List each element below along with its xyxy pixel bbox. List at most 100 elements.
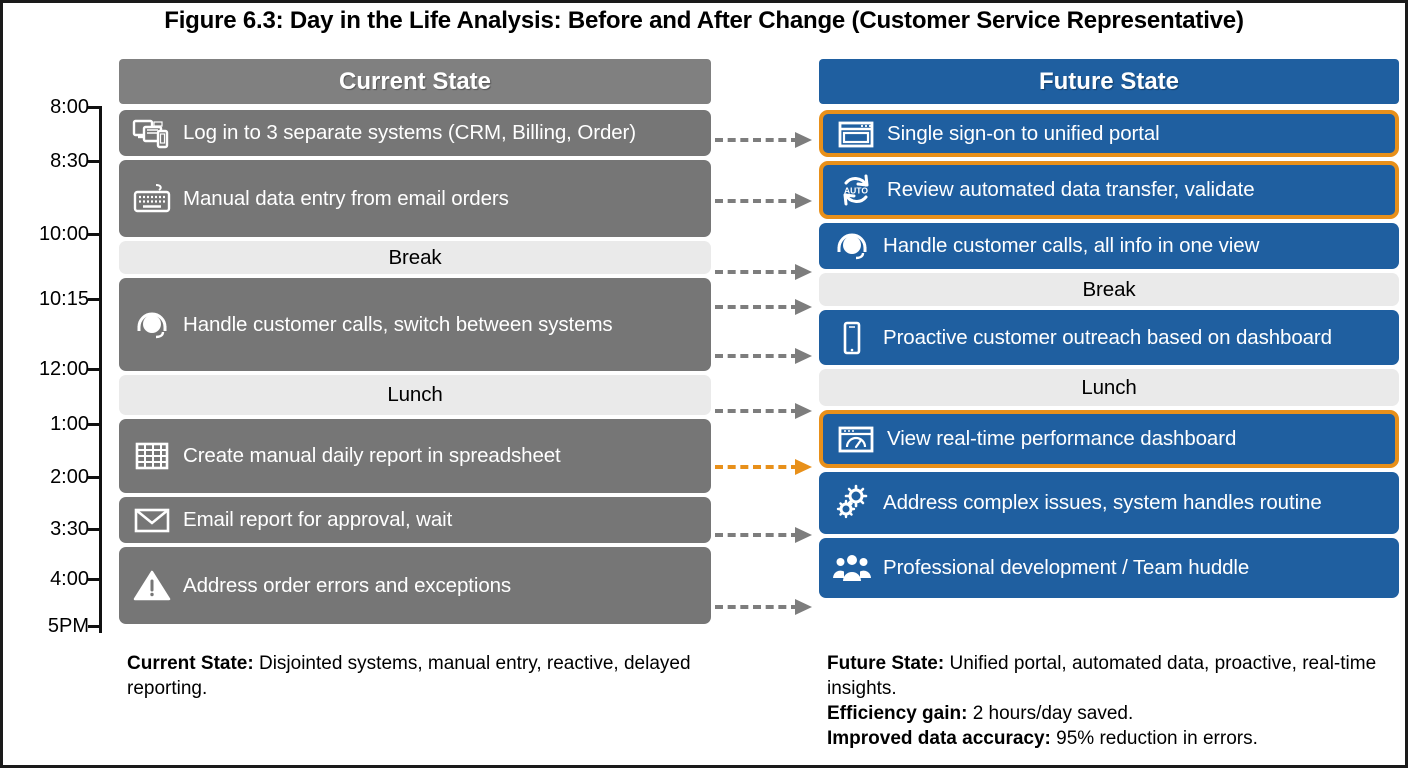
future-note-lead: Improved data accuracy: bbox=[827, 728, 1051, 749]
future-note-lead: Efficiency gain: bbox=[827, 703, 968, 724]
schedule-task-row[interactable]: Manual data entry from email orders bbox=[119, 160, 711, 237]
schedule-row-label: View real-time performance dashboard bbox=[887, 427, 1237, 450]
headset-icon bbox=[131, 306, 173, 344]
connector-arrow bbox=[715, 264, 819, 280]
auto-sync-icon: AUTO bbox=[835, 171, 877, 209]
schedule-task-row[interactable]: Create manual daily report in spreadshee… bbox=[119, 419, 711, 493]
timeline-tick-mark bbox=[88, 298, 102, 301]
connector-arrows bbox=[715, 59, 821, 659]
svg-text:AUTO: AUTO bbox=[844, 186, 868, 196]
connector-dash bbox=[715, 354, 799, 358]
timeline-tick-label: 1:00 bbox=[50, 413, 89, 435]
schedule-row-label: Lunch bbox=[1081, 375, 1137, 399]
connector-dash bbox=[715, 533, 799, 537]
schedule-row-label: Address complex issues, system handles r… bbox=[883, 491, 1322, 514]
arrow-head-icon bbox=[795, 193, 812, 209]
timeline-tick-label: 10:15 bbox=[38, 288, 89, 310]
warning-icon bbox=[131, 567, 173, 605]
future-state-column: Future State Single sign-on to unified p… bbox=[819, 59, 1399, 598]
current-state-note: Current State: Disjointed systems, manua… bbox=[127, 651, 727, 701]
timeline-tick-label: 5PM bbox=[47, 615, 89, 637]
connector-arrow bbox=[715, 348, 819, 364]
current-note-lead: Current State: bbox=[127, 653, 254, 674]
schedule-row-label: Single sign-on to unified portal bbox=[887, 121, 1160, 145]
timeline-tick: 5PM bbox=[11, 615, 111, 637]
schedule-task-row[interactable]: Single sign-on to unified portal bbox=[819, 110, 1399, 157]
timeline-tick-mark bbox=[88, 368, 102, 371]
schedule-task-row[interactable]: Email report for approval, wait bbox=[119, 497, 711, 543]
browser-window-icon bbox=[835, 115, 877, 153]
future-note-line: Efficiency gain: 2 hours/day saved. bbox=[827, 701, 1407, 726]
dashboard-gauge-icon bbox=[835, 420, 877, 458]
schedule-row-label: Manual data entry from email orders bbox=[183, 186, 509, 210]
timeline-tick-mark bbox=[88, 106, 102, 109]
schedule-row-label: Log in to 3 separate systems (CRM, Billi… bbox=[183, 121, 636, 144]
connector-dash bbox=[715, 605, 799, 609]
schedule-break-row[interactable]: Lunch bbox=[819, 369, 1399, 406]
current-state-column: Current State Log in to 3 separate syste… bbox=[119, 59, 711, 624]
timeline-tick-mark bbox=[88, 233, 102, 236]
schedule-task-row[interactable]: View real-time performance dashboard bbox=[819, 410, 1399, 468]
schedule-task-row[interactable]: Proactive customer outreach based on das… bbox=[819, 310, 1399, 365]
connector-dash bbox=[715, 409, 799, 413]
timeline-tick-mark bbox=[88, 476, 102, 479]
schedule-task-row[interactable]: Handle customer calls, all info in one v… bbox=[819, 223, 1399, 269]
keyboard-icon bbox=[131, 180, 173, 218]
arrow-head-icon bbox=[795, 459, 812, 475]
spreadsheet-icon bbox=[131, 437, 173, 475]
mobile-phone-icon bbox=[831, 319, 873, 357]
current-note-body: Disjointed systems, manual entry, reacti… bbox=[127, 653, 691, 699]
future-note-body: Unified portal, automated data, proactiv… bbox=[827, 653, 1377, 699]
arrow-head-icon bbox=[795, 264, 812, 280]
schedule-break-row[interactable]: Break bbox=[119, 241, 711, 274]
timeline-tick-mark bbox=[88, 578, 102, 581]
connector-dash bbox=[715, 305, 799, 309]
timeline-tick: 10:00 bbox=[11, 223, 111, 245]
arrow-head-icon bbox=[795, 299, 812, 315]
arrow-head-icon bbox=[795, 132, 812, 148]
timeline-tick: 8:00 bbox=[11, 97, 111, 117]
timeline-tick-mark bbox=[88, 528, 102, 531]
timeline-tick: 1:00 bbox=[11, 413, 111, 435]
future-note-line: Improved data accuracy: 95% reduction in… bbox=[827, 726, 1407, 751]
future-state-note: Future State: Unified portal, automated … bbox=[827, 651, 1407, 751]
connector-dash bbox=[715, 270, 799, 274]
schedule-row-label: Break bbox=[1082, 277, 1136, 301]
future-state-header: Future State bbox=[819, 59, 1399, 104]
schedule-break-row[interactable]: Lunch bbox=[119, 375, 711, 415]
schedule-row-label: Break bbox=[388, 245, 442, 269]
connector-arrow bbox=[715, 599, 819, 615]
schedule-task-row[interactable]: Professional development / Team huddle bbox=[819, 538, 1399, 598]
connector-dash bbox=[715, 199, 799, 203]
timeline-tick: 8:30 bbox=[11, 151, 111, 171]
arrow-head-icon bbox=[795, 348, 812, 364]
schedule-task-row[interactable]: Address complex issues, system handles r… bbox=[819, 472, 1399, 534]
connector-arrow bbox=[715, 527, 819, 543]
schedule-row-label: Professional development / Team huddle bbox=[883, 556, 1250, 579]
schedule-task-row[interactable]: Handle customer calls, switch between sy… bbox=[119, 278, 711, 371]
schedule-row-label: Handle customer calls, switch between sy… bbox=[183, 312, 613, 336]
connector-arrow bbox=[715, 299, 819, 315]
connector-arrow bbox=[715, 193, 819, 209]
team-people-icon bbox=[831, 549, 873, 587]
timeline-tick-label: 4:00 bbox=[50, 568, 89, 590]
timeline-tick: 2:00 bbox=[11, 467, 111, 487]
schedule-row-label: Address order errors and exceptions bbox=[183, 573, 512, 597]
envelope-icon bbox=[131, 501, 173, 539]
schedule-break-row[interactable]: Break bbox=[819, 273, 1399, 306]
connector-arrow bbox=[715, 403, 819, 419]
gears-icon bbox=[831, 484, 873, 522]
future-note-body: 95% reduction in errors. bbox=[1050, 728, 1258, 749]
future-note-lead: Future State: bbox=[827, 653, 945, 674]
arrow-head-icon bbox=[795, 527, 812, 543]
schedule-task-row[interactable]: Address order errors and exceptions bbox=[119, 547, 711, 624]
timeline-tick-label: 10:00 bbox=[38, 223, 89, 245]
schedule-task-row[interactable]: Log in to 3 separate systems (CRM, Billi… bbox=[119, 110, 711, 156]
schedule-row-label: Proactive customer outreach based on das… bbox=[883, 325, 1332, 349]
timeline-tick: 4:00 bbox=[11, 568, 111, 590]
connector-dash bbox=[715, 138, 799, 142]
future-note-line: Future State: Unified portal, automated … bbox=[827, 651, 1407, 701]
